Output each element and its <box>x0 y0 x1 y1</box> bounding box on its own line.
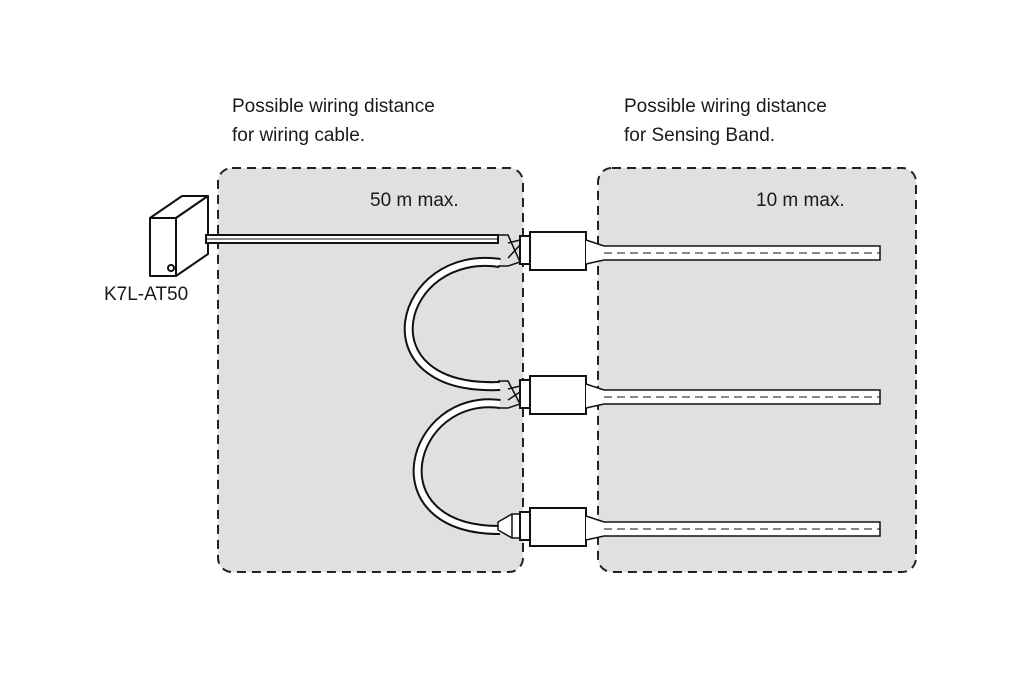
connector-icon <box>519 231 587 271</box>
wiring-cable-icon <box>205 234 499 244</box>
sensing-band-icon <box>585 239 881 265</box>
band-zone-title-line1: Possible wiring distance <box>624 96 827 117</box>
amplifier-unit-icon <box>149 195 209 277</box>
loop-cable-2 <box>412 398 501 535</box>
band-max-distance-label: 10 m max. <box>756 190 845 211</box>
sensing-band-zone <box>597 167 917 573</box>
connector-icon <box>519 507 587 547</box>
device-model-label: K7L-AT50 <box>104 284 189 305</box>
cable-max-distance-label: 50 m max. <box>370 190 459 211</box>
band-zone-title-line2: for Sensing Band. <box>624 125 776 146</box>
connector-icon <box>519 375 587 415</box>
cable-zone-title-line2: for wiring cable. <box>232 125 366 146</box>
sensing-band-icon <box>585 383 881 409</box>
sensing-band-icon <box>585 515 881 541</box>
loop-cable-1 <box>403 256 501 392</box>
wiring-cable-zone <box>217 167 524 573</box>
cable-zone-title-line1: Possible wiring distance <box>232 96 435 117</box>
